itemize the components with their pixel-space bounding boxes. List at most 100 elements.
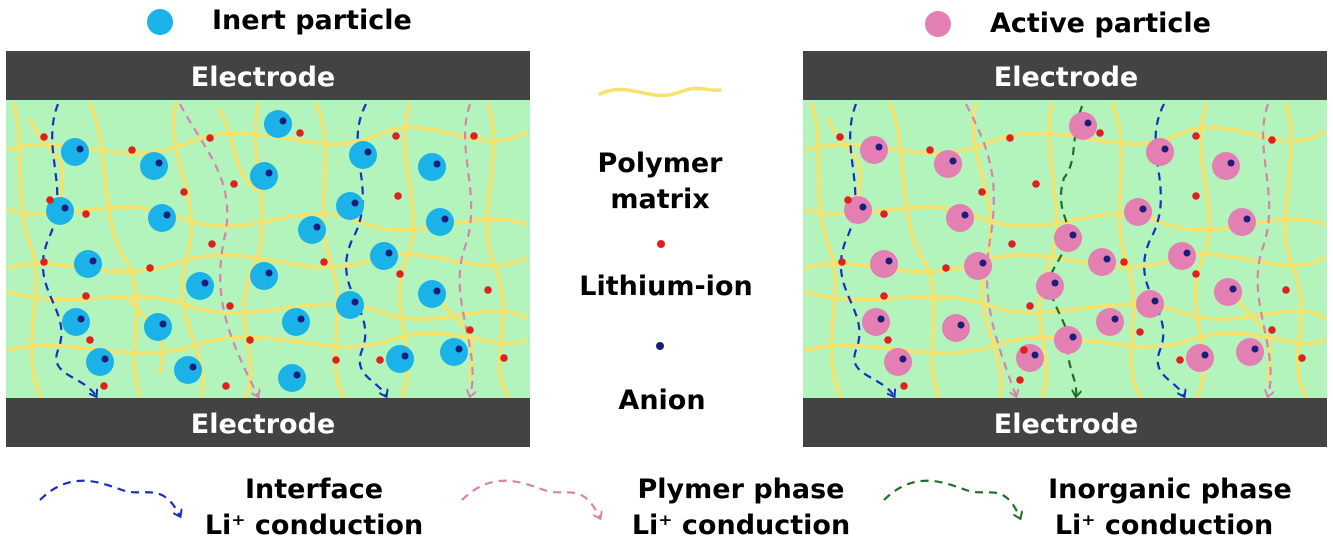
polymer-conduction-legend-icon: [461, 479, 600, 518]
lithium-ion: [1268, 136, 1276, 144]
inert-particle: [418, 153, 446, 181]
anion: [1201, 351, 1209, 359]
anion: [351, 298, 359, 306]
lithium-ion: [470, 132, 478, 140]
inert-particle: [62, 308, 90, 336]
lithium-ion: [1192, 192, 1200, 200]
lithium-ion: [1268, 326, 1276, 334]
polymer-label-line1: Polymer: [598, 148, 724, 179]
lithium-ion: [230, 180, 238, 188]
interface-conduction-legend-icon: [39, 479, 180, 516]
lithium-ion: [836, 133, 844, 141]
anion: [364, 148, 372, 156]
lithium-ion: [1120, 258, 1128, 266]
lithium-ion: [466, 326, 474, 334]
anion: [1139, 205, 1147, 213]
active-particle-legend-icon: [925, 11, 951, 37]
lithium-ion: [880, 210, 888, 218]
lithium-ion: [82, 210, 90, 218]
active-particle: [1146, 138, 1174, 166]
lithium-ion: [1192, 270, 1200, 278]
lithium-ion: [226, 302, 234, 310]
inert-particle: [336, 192, 364, 220]
inert-particle: [186, 272, 214, 300]
active-particle: [934, 150, 962, 178]
lithium-ion: [376, 356, 384, 364]
anion: [433, 160, 441, 168]
inert-particle: [264, 110, 292, 138]
anion: [279, 117, 287, 125]
left-top-electrode-label: Electrode: [191, 62, 335, 93]
lithium-ion: [1176, 356, 1184, 364]
lithium-ion: [1192, 132, 1200, 140]
active-particle: [942, 314, 970, 342]
left-lithium-ions: [40, 129, 508, 390]
anion: [265, 169, 273, 177]
anion: [1031, 351, 1039, 359]
anion: [1069, 231, 1077, 239]
lithium-ion: [396, 270, 404, 278]
lithium-ion: [484, 286, 492, 294]
lithium-ion: [1032, 180, 1040, 188]
anion: [89, 257, 97, 265]
lithium-ion: [978, 188, 986, 196]
active-particle: [1228, 208, 1256, 236]
anion: [189, 363, 197, 371]
inert-particle-label: Inert particle: [212, 5, 412, 36]
lithium-ion: [1006, 134, 1014, 142]
lithium-ion: [844, 196, 852, 204]
anion: [949, 157, 957, 165]
active-particle: [946, 204, 974, 232]
anion: [101, 355, 109, 363]
polymer-phase-label-line2: Li⁺ conduction: [632, 510, 850, 540]
lithium-ion: [332, 356, 340, 364]
anion: [875, 143, 883, 151]
anion: [957, 321, 965, 329]
active-particle: [1214, 278, 1242, 306]
lithium-ion: [1026, 302, 1034, 310]
lithium-ion: [884, 336, 892, 344]
anion: [433, 287, 441, 295]
inert-particle: [250, 162, 278, 190]
right-interface-path: [839, 103, 894, 396]
inorganic-phase-label-line1: Inorganic phase: [1048, 474, 1292, 505]
left-polymer-matrix: [6, 102, 528, 398]
active-particle: [1016, 344, 1044, 372]
active-particle: [1054, 224, 1082, 252]
anion: [401, 352, 409, 360]
anion: [385, 249, 393, 257]
anion: [1251, 345, 1259, 353]
active-particle: [1236, 338, 1264, 366]
left-bottom-electrode: [6, 398, 530, 447]
anion: [1161, 145, 1169, 153]
inert-particle: [418, 280, 446, 308]
active-particle-label: Active particle: [990, 8, 1211, 39]
lithium-ion: [838, 258, 846, 266]
lithium-ion: [100, 382, 108, 390]
right-panel: Electrode Electrode: [803, 51, 1327, 447]
lithium-ion: [82, 292, 90, 300]
inert-particle: [440, 338, 468, 366]
anion: [1111, 315, 1119, 323]
lithium-ion: [40, 133, 48, 141]
active-particle: [1096, 308, 1124, 336]
lithium-ion: [500, 354, 508, 362]
right-bottom-electrode-label: Electrode: [994, 409, 1138, 440]
active-particle: [1136, 290, 1164, 318]
anion: [1051, 279, 1059, 287]
anion: [76, 145, 84, 153]
lithium-ion: [1298, 354, 1306, 362]
inert-particle: [386, 345, 414, 373]
lithium-ion: [208, 240, 216, 248]
anion: [77, 315, 85, 323]
left-panel: Electrode Electrode: [6, 51, 530, 447]
inert-particle: [426, 208, 454, 236]
left-polymer-path-2: [458, 103, 473, 396]
anion: [1084, 119, 1092, 127]
inert-particle: [336, 291, 364, 319]
inorganic-conduction-legend-icon: [883, 479, 1020, 518]
interface-label-line1: Interface: [245, 474, 383, 505]
interface-label-line2: Li⁺ conduction: [205, 510, 423, 540]
anion: [877, 315, 885, 323]
lithium-ion: [900, 382, 908, 390]
